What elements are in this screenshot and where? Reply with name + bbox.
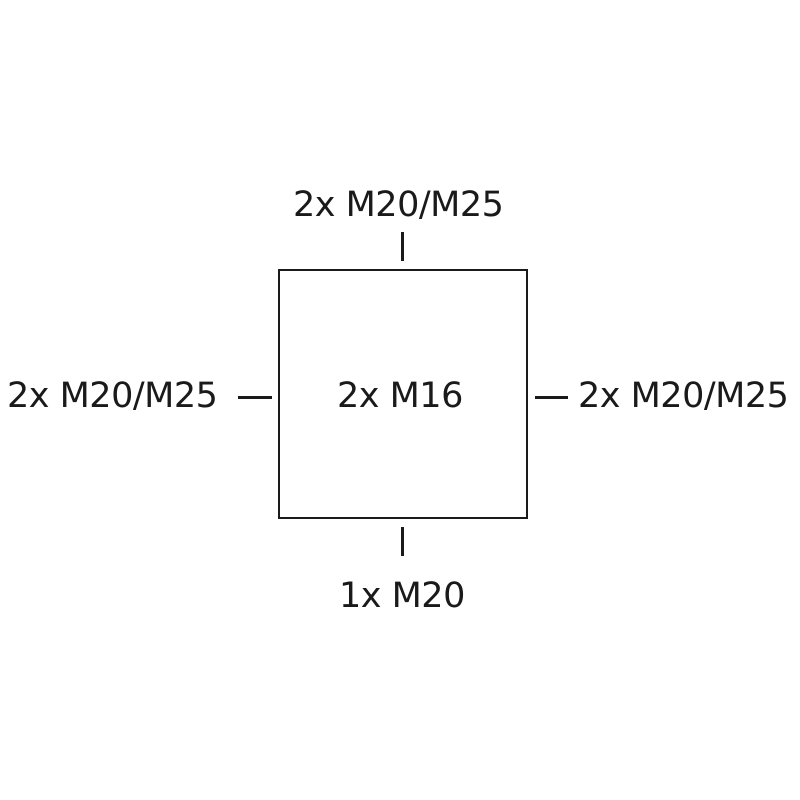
top-entry-marker — [401, 232, 404, 261]
right-entry-label: 2x M20/M25 — [578, 376, 789, 416]
left-entry-label: 2x M20/M25 — [7, 376, 218, 416]
enclosure-box — [278, 269, 528, 519]
bottom-entry-marker — [401, 527, 404, 556]
center-entry-label: 2x M16 — [337, 376, 463, 416]
bottom-entry-label: 1x M20 — [339, 576, 465, 616]
left-entry-marker — [238, 396, 272, 399]
top-entry-label: 2x M20/M25 — [293, 185, 504, 225]
right-entry-marker — [535, 396, 568, 399]
